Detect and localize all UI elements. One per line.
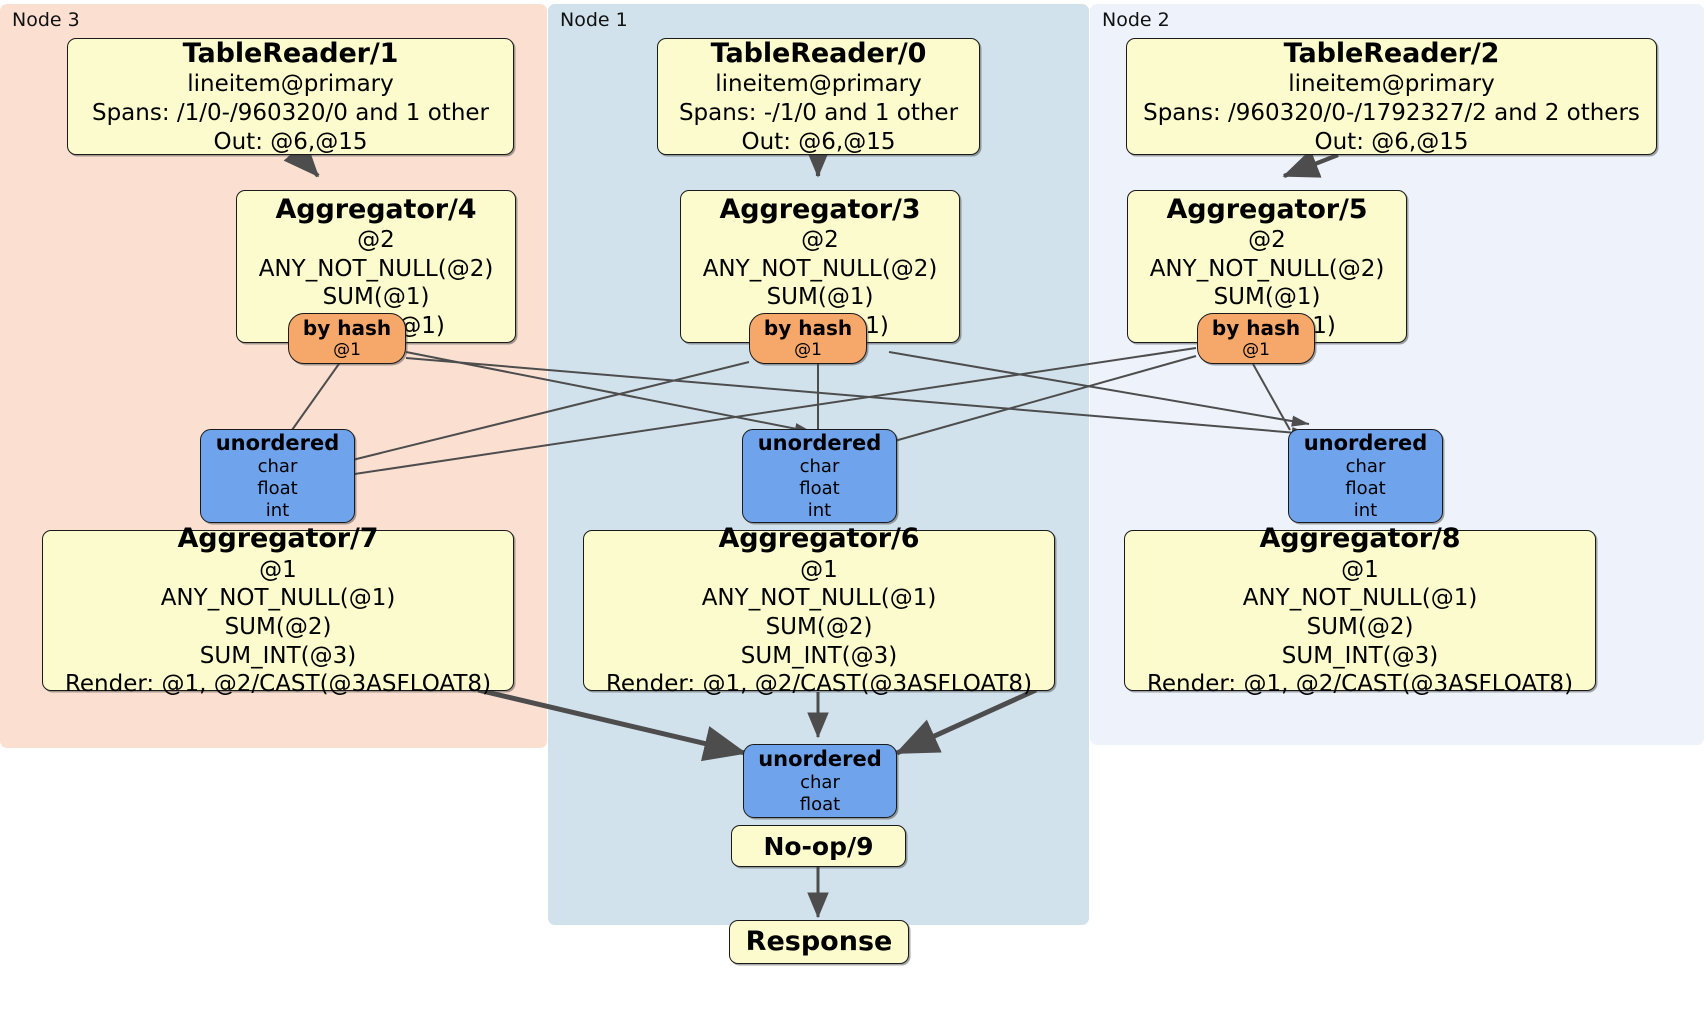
synchronizer-type-1: char	[257, 455, 298, 477]
processor-func-1: ANY_NOT_NULL(@2)	[702, 255, 938, 282]
processor-spans: Spans: -/1/0 and 1 other	[678, 99, 959, 126]
processor-title: Response	[745, 926, 893, 958]
synchronizer-type-2: float	[1345, 477, 1386, 499]
processor-out: Out: @6,@15	[1314, 128, 1469, 155]
processor-title: TableReader/2	[1283, 38, 1500, 69]
processor-render: Render: @1, @2/CAST(@3ASFLOAT8)	[64, 671, 492, 698]
synchronizer-unordered-6[interactable]: unordered char float int	[742, 429, 897, 523]
processor-table-reader-2[interactable]: TableReader/2 lineitem@primary Spans: /9…	[1126, 38, 1657, 155]
synchronizer-title: unordered	[1303, 430, 1428, 455]
processor-title: Aggregator/6	[718, 523, 920, 555]
processor-table: lineitem@primary	[1288, 71, 1495, 98]
synchronizer-type-2: float	[799, 477, 840, 499]
processor-out: Out: @6,@15	[213, 128, 368, 155]
processor-aggregator-6[interactable]: Aggregator/6 @1 ANY_NOT_NULL(@1) SUM(@2)…	[583, 523, 1055, 697]
router-by-hash-4[interactable]: by hash @1	[288, 313, 406, 364]
router-column: @1	[1242, 340, 1270, 361]
processor-spans: Spans: /960320/0-/1792327/2 and 2 others	[1143, 99, 1640, 126]
processor-title: TableReader/1	[182, 38, 399, 69]
synchronizer-type-2: float	[799, 794, 841, 816]
synchronizer-type-1: char	[800, 771, 840, 793]
processor-response[interactable]: Response	[729, 920, 909, 964]
processor-out: Out: @6,@15	[741, 128, 896, 155]
synchronizer-type-3: int	[265, 500, 290, 522]
synchronizer-type-3: int	[1353, 500, 1378, 522]
router-title: by hash	[1211, 315, 1301, 340]
processor-func-2: SUM(@2)	[1306, 613, 1414, 640]
processor-title: No-op/9	[763, 831, 874, 861]
synchronizer-title: unordered	[758, 746, 882, 771]
node-panel-label-node1: Node 1	[560, 9, 628, 31]
processor-title: Aggregator/4	[275, 193, 477, 225]
processor-aggregator-7[interactable]: Aggregator/7 @1 ANY_NOT_NULL(@1) SUM(@2)…	[42, 523, 514, 697]
processor-group: @1	[1341, 556, 1379, 583]
processor-func-1: ANY_NOT_NULL(@1)	[701, 585, 937, 612]
router-column: @1	[333, 340, 361, 361]
processor-func-1: ANY_NOT_NULL(@2)	[258, 255, 494, 282]
processor-func-1: ANY_NOT_NULL(@2)	[1149, 255, 1385, 282]
processor-table: lineitem@primary	[715, 71, 922, 98]
processor-func-2: SUM(@1)	[766, 284, 874, 311]
processor-group: @2	[357, 227, 395, 254]
synchronizer-type-1: char	[1345, 455, 1386, 477]
processor-title: TableReader/0	[710, 38, 927, 69]
synchronizer-unordered-8[interactable]: unordered char float int	[1288, 429, 1443, 523]
processor-func-1: ANY_NOT_NULL(@1)	[160, 585, 396, 612]
synchronizer-unordered-7[interactable]: unordered char float int	[200, 429, 355, 523]
processor-render: Render: @1, @2/CAST(@3ASFLOAT8)	[605, 671, 1033, 698]
processor-title: Aggregator/3	[719, 193, 921, 225]
processor-func-2: SUM(@2)	[765, 613, 873, 640]
synchronizer-title: unordered	[215, 430, 340, 455]
synchronizer-type-2: float	[257, 477, 298, 499]
processor-table: lineitem@primary	[187, 71, 394, 98]
router-column: @1	[794, 340, 822, 361]
processor-func-2: SUM(@2)	[224, 613, 332, 640]
processor-aggregator-8[interactable]: Aggregator/8 @1 ANY_NOT_NULL(@1) SUM(@2)…	[1124, 523, 1596, 697]
router-by-hash-5[interactable]: by hash @1	[1197, 313, 1315, 364]
processor-title: Aggregator/7	[177, 523, 379, 555]
processor-group: @1	[800, 556, 838, 583]
processor-table-reader-0[interactable]: TableReader/0 lineitem@primary Spans: -/…	[657, 38, 980, 155]
synchronizer-type-1: char	[799, 455, 840, 477]
processor-no-op-9[interactable]: No-op/9	[731, 825, 906, 867]
router-title: by hash	[302, 315, 392, 340]
processor-table-reader-1[interactable]: TableReader/1 lineitem@primary Spans: /1…	[67, 38, 514, 155]
processor-spans: Spans: /1/0-/960320/0 and 1 other	[91, 99, 490, 126]
processor-group: @2	[801, 227, 839, 254]
processor-render: Render: @1, @2/CAST(@3ASFLOAT8)	[1146, 671, 1574, 698]
processor-func-2: SUM(@1)	[1213, 284, 1321, 311]
synchronizer-title: unordered	[757, 430, 882, 455]
processor-func-3: SUM_INT(@3)	[199, 642, 357, 669]
processor-group: @2	[1248, 227, 1286, 254]
node-panel-label-node2: Node 2	[1102, 9, 1170, 31]
node-panel-label-node3: Node 3	[12, 9, 80, 31]
processor-title: Aggregator/5	[1166, 193, 1368, 225]
processor-func-1: ANY_NOT_NULL(@1)	[1242, 585, 1478, 612]
processor-func-2: SUM(@1)	[322, 284, 430, 311]
processor-group: @1	[259, 556, 297, 583]
synchronizer-type-3: int	[807, 500, 832, 522]
processor-func-3: SUM_INT(@3)	[1281, 642, 1439, 669]
synchronizer-unordered-final[interactable]: unordered char float	[743, 744, 897, 818]
router-title: by hash	[763, 315, 853, 340]
processor-func-3: SUM_INT(@3)	[740, 642, 898, 669]
router-by-hash-3[interactable]: by hash @1	[749, 313, 867, 364]
processor-title: Aggregator/8	[1259, 523, 1461, 555]
